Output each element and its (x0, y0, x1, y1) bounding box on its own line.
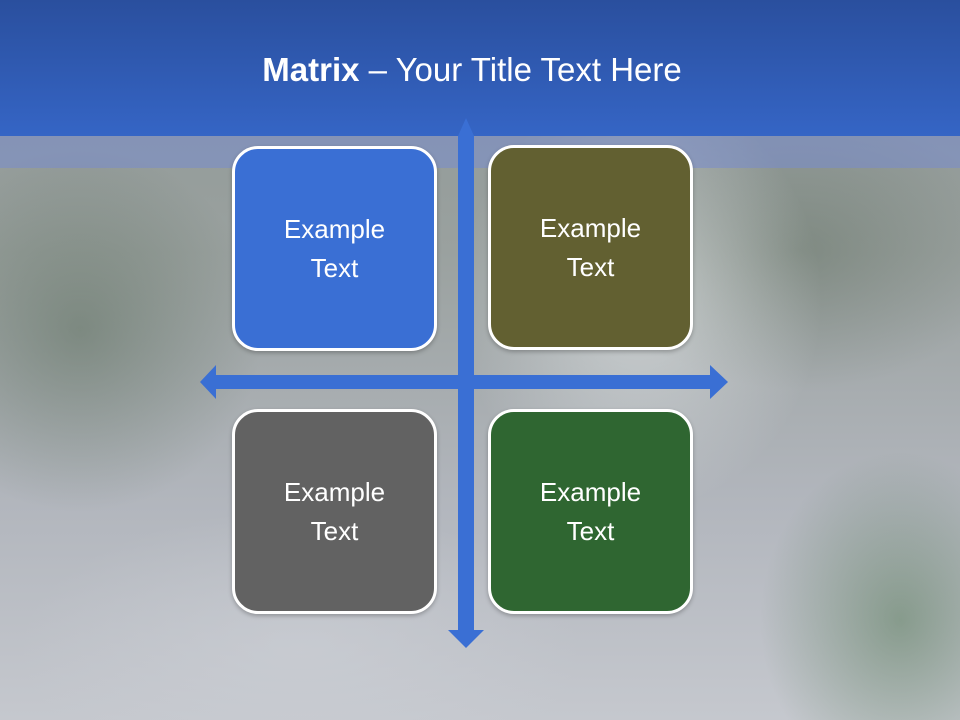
quadrant-top-left-text: Example Text (283, 213, 386, 283)
quadrant-top-right-text: Example Text (539, 212, 642, 282)
horizontal-axis-shaft (216, 375, 710, 389)
quadrant-bottom-right[interactable]: Example Text (488, 409, 693, 614)
horizontal-axis-arrow (200, 365, 728, 399)
slide-title[interactable]: Matrix – Your Title Text Here (0, 48, 944, 92)
vertical-axis-arrowhead-bottom (448, 630, 484, 648)
slide-title-rest: – Your Title Text Here (359, 51, 682, 88)
quadrant-bottom-right-text: Example Text (539, 476, 642, 546)
title-band (0, 0, 960, 136)
quadrant-top-left[interactable]: Example Text (232, 146, 437, 351)
quadrant-top-right[interactable]: Example Text (488, 145, 693, 350)
vertical-axis-arrowhead-top (458, 118, 474, 136)
slide-title-bold: Matrix (262, 51, 360, 88)
title-band-strip (0, 136, 960, 168)
quadrant-bottom-left-text: Example Text (283, 476, 386, 546)
quadrant-bottom-left[interactable]: Example Text (232, 409, 437, 614)
horizontal-axis-arrowhead-right (710, 365, 728, 399)
horizontal-axis-arrowhead-left (200, 365, 216, 399)
